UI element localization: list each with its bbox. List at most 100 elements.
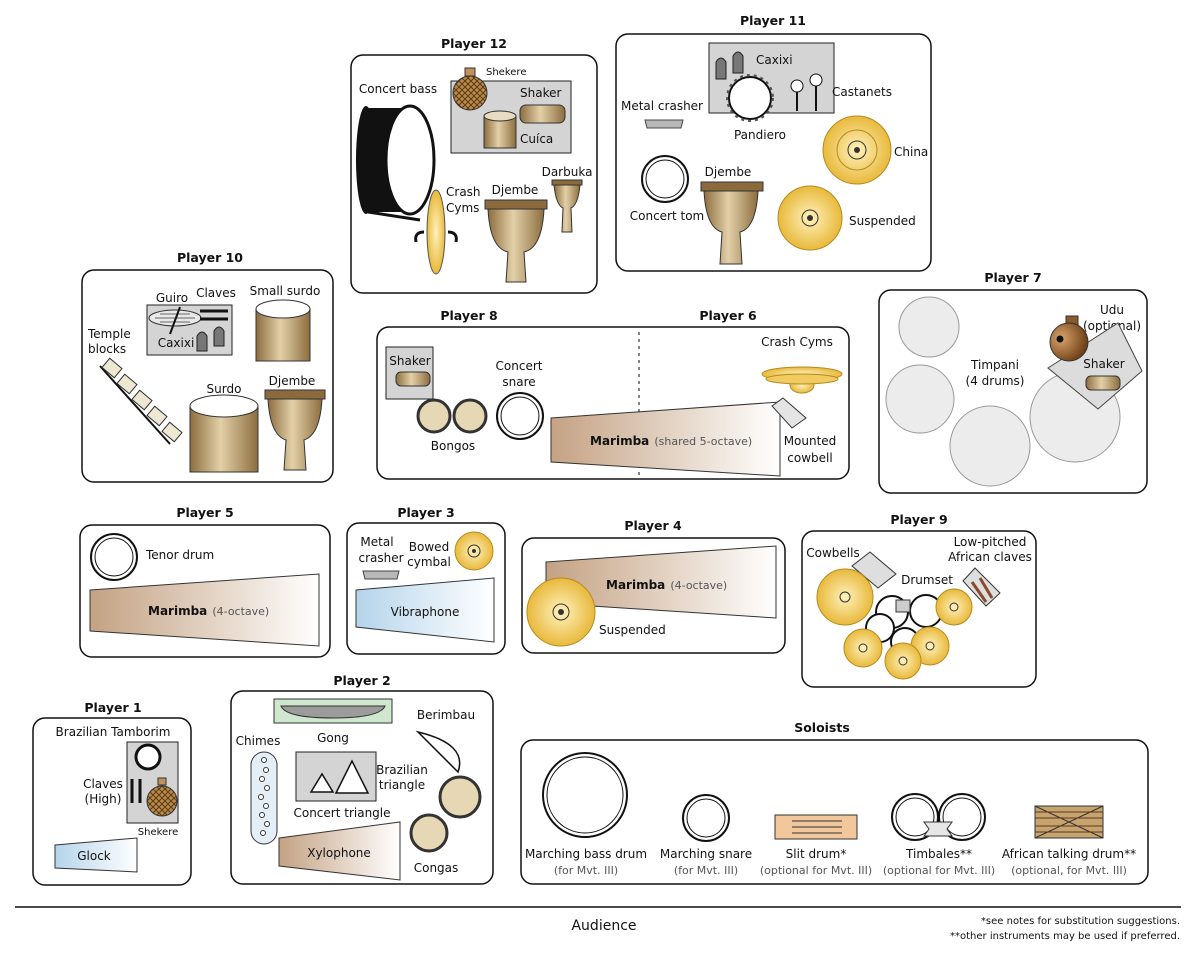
shaker-7-label: Shaker: [1083, 357, 1124, 371]
player-3-group: Player 3 Metal crasher Bowed cymbal Vibr…: [346, 505, 506, 655]
bowed-cymbal-icon: [454, 531, 494, 571]
darbuka-icon: [551, 179, 583, 233]
player-11-title: Player 11: [740, 13, 806, 28]
caxixi-10-icon: [196, 326, 225, 352]
mounted-cowbell-label-2: cowbell: [787, 451, 832, 465]
player-7-group: Player 7 Timpani (4 drums) Udu (optional…: [878, 270, 1148, 494]
timpani-label-1: Timpani: [970, 358, 1019, 372]
marimba-shared-icon: [550, 401, 781, 477]
player-9-title: Player 9: [890, 512, 947, 527]
soloists-box: [520, 739, 1149, 885]
african-talking-drum-note: (optional, for Mvt. III): [1011, 864, 1127, 877]
player-10-title: Player 10: [177, 250, 243, 265]
claves-10-icon: [200, 309, 228, 321]
temple-blocks-icon: [99, 357, 183, 445]
timbales-note: (optional for Mvt. III): [883, 864, 995, 877]
berimbau-icon: [415, 730, 461, 774]
slit-drum-icon: [774, 814, 858, 840]
shaker-8-icon: [395, 371, 431, 387]
guiro-label: Guiro: [156, 291, 188, 305]
marimba-5-text: Marimba (4-octave): [148, 600, 269, 619]
marching-bass-drum-label: Marching bass drum: [525, 847, 647, 861]
player-5-title: Player 5: [176, 505, 233, 520]
caxixi-11-label: Caxixi: [756, 53, 793, 67]
shekere-label: Shekere: [486, 67, 526, 78]
player-9-group: Player 9 Cowbells Low-pitched African cl…: [801, 512, 1037, 688]
drumset-label: Drumset: [901, 573, 953, 587]
concert-tom-label: Concert tom: [630, 209, 705, 223]
xylophone-icon: [278, 821, 401, 881]
udu-label-1: Udu: [1100, 303, 1124, 317]
marimba-4-label: Marimba: [606, 578, 665, 592]
audience-label: Audience: [571, 918, 636, 934]
marimba-shared-label: Marimba: [590, 434, 649, 448]
gong-label: Gong: [317, 731, 349, 745]
timpani-label-2: (4 drums): [966, 374, 1025, 388]
marching-snare-note: (for Mvt. III): [674, 864, 738, 877]
small-surdo-icon: [255, 299, 311, 362]
djembe-11-icon: [700, 181, 764, 265]
concert-snare-label-2: snare: [502, 375, 535, 389]
brazilian-triangle-label-1: Brazilian: [376, 763, 428, 777]
castanets-label: Castanets: [832, 85, 892, 99]
cowbells-label: Cowbells: [806, 546, 859, 560]
timpani-drum-3: [949, 405, 1031, 487]
bowed-cymbal-label-1: Bowed: [409, 540, 449, 554]
player-1-title: Player 1: [84, 700, 141, 715]
shaker-8-label: Shaker: [389, 354, 430, 368]
bowed-cymbal-label-2: cymbal: [407, 555, 451, 569]
chimes-icon: [250, 751, 278, 845]
djembe-11-label: Djembe: [705, 165, 752, 179]
marching-bass-drum-icon: [542, 752, 628, 838]
claves-1-label-1: Claves: [83, 777, 123, 791]
crash-cymbals-icon: [414, 189, 458, 275]
timpani-drum-1: [898, 296, 960, 358]
marching-snare-label: Marching snare: [660, 847, 752, 861]
player-11-group: Player 11 Caxixi Castanets Pandiero Meta…: [615, 13, 932, 272]
concert-snare-label-1: Concert: [496, 359, 543, 373]
slit-drum-note: (optional for Mvt. III): [760, 864, 872, 877]
cowbells-icon: [851, 551, 897, 589]
marimba-shared-note: (shared 5-octave): [654, 435, 752, 448]
claves-1-icon: [130, 779, 142, 803]
castanets-icon: [790, 73, 823, 111]
tamborim-label: Brazilian Tamborim: [56, 725, 171, 739]
metal-crasher-11-label: Metal crasher: [621, 99, 703, 113]
marimba-shared-text: Marimba (shared 5-octave): [590, 430, 752, 449]
player-4-group: Player 4 Marimba (4-octave) Suspended: [521, 518, 786, 654]
brazilian-triangle-label-2: triangle: [379, 778, 425, 792]
player-8-title: Player 8: [440, 308, 497, 323]
player-6-title: Player 6: [699, 308, 757, 323]
pandiero-label: Pandiero: [734, 128, 786, 142]
shaker-7-icon: [1085, 375, 1121, 391]
shaker-label: Shaker: [520, 86, 561, 100]
caxixi-10-label: Caxixi: [158, 336, 195, 350]
concert-triangle-label: Concert triangle: [293, 806, 390, 820]
mounted-cowbell-label-1: Mounted: [784, 434, 837, 448]
player-2-title: Player 2: [333, 673, 390, 688]
player-2-group: Player 2 Gong Berimbau Chimes Brazilian: [230, 673, 494, 885]
glock-icon: [54, 837, 138, 873]
cuica-label: Cuíca: [520, 132, 553, 146]
suspended-4-label: Suspended: [599, 623, 666, 637]
pandiero-icon: [726, 74, 774, 122]
vibraphone-label: Vibraphone: [391, 605, 460, 619]
vibraphone-icon: [355, 577, 495, 643]
tenor-drum-icon: [90, 533, 138, 581]
cuica-icon: [483, 110, 517, 149]
player-11-box: [615, 33, 932, 272]
surdo-icon: [189, 394, 259, 473]
metal-crasher-3-icon: [362, 570, 400, 580]
crash-cyms-6-label: Crash Cyms: [761, 335, 833, 349]
drumset-icon: [816, 568, 973, 680]
berimbau-label: Berimbau: [417, 708, 475, 722]
slit-drum-label: Slit drum*: [786, 847, 847, 861]
player-10-group: Player 10 Guiro Claves Caxixi Small surd…: [81, 250, 334, 483]
timpani-drum-2: [885, 364, 955, 434]
small-surdo-label: Small surdo: [250, 284, 321, 298]
player-1-group: Player 1 Brazilian Tamborim Claves (High…: [32, 700, 192, 886]
surdo-label: Surdo: [207, 382, 242, 396]
african-claves-label-2: African claves: [948, 550, 1032, 564]
shaker-icon: [519, 104, 566, 124]
